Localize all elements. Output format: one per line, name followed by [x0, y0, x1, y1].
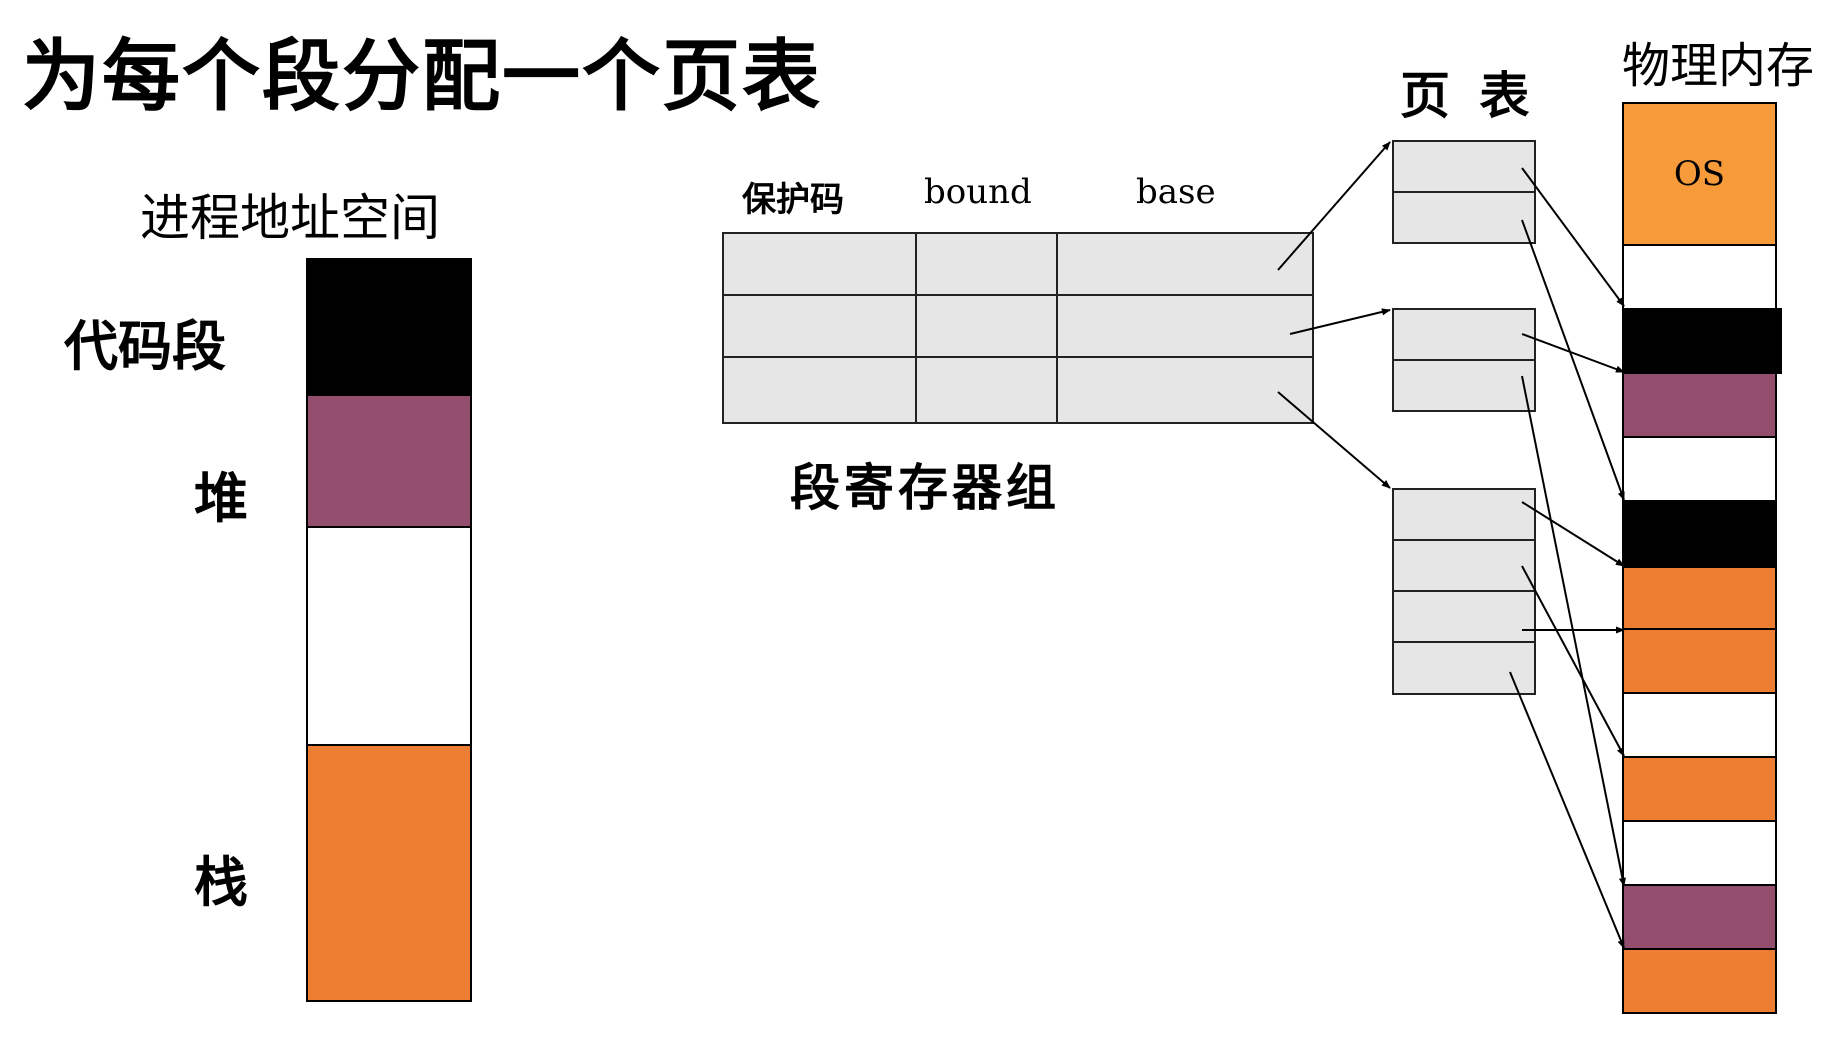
process-free-space	[306, 526, 472, 746]
memory-frame-stack	[1622, 756, 1777, 822]
page-table-code-entry-1	[1392, 140, 1536, 193]
arrow-stack-page-2	[1521, 565, 1625, 757]
process-stack-segment	[306, 744, 472, 1002]
column-header-bound: bound	[924, 172, 1032, 212]
memory-frame-stack	[1622, 628, 1777, 694]
seg-reg-row-2-bound	[915, 294, 1058, 358]
column-header-protection: 保护码	[742, 180, 844, 220]
arrow-stack-page-4	[1509, 671, 1625, 949]
memory-frame-code	[1622, 308, 1782, 374]
page-table-code-entry-2	[1392, 191, 1536, 244]
arrow-base-to-heap-pagetable	[1289, 308, 1391, 335]
memory-frame-stack	[1622, 948, 1777, 1014]
arrow-stack-page-1	[1521, 501, 1625, 567]
arrow-code-page-2	[1521, 219, 1625, 501]
seg-reg-row-3-bound	[915, 356, 1058, 424]
process-space-label: 进程地址空间	[140, 189, 440, 247]
page-table-stack-entry-3	[1392, 590, 1536, 643]
column-header-base: base	[1136, 172, 1216, 212]
page-table-heap-entry-1	[1392, 308, 1536, 361]
physical-memory-label: 物理内存	[1622, 38, 1815, 94]
page-table-stack-entry-4	[1392, 641, 1536, 695]
memory-frame-heap	[1622, 372, 1777, 438]
seg-reg-row-3-base	[1056, 356, 1314, 424]
heap-label: 堆	[194, 466, 248, 530]
arrow-heap-page-1	[1521, 333, 1625, 373]
arrow-code-page-1	[1521, 167, 1625, 307]
seg-reg-row-3-protection	[722, 356, 917, 424]
stack-label: 栈	[194, 850, 248, 914]
page-title: 为每个段分配一个页表	[22, 32, 823, 122]
code-segment-label: 代码段	[64, 314, 226, 378]
memory-frame-stack	[1622, 566, 1777, 630]
memory-frame-free	[1622, 436, 1777, 502]
seg-reg-row-2-base	[1056, 294, 1314, 358]
os-label: OS	[1673, 154, 1726, 194]
memory-frame-os: OS	[1622, 102, 1777, 246]
memory-frame-free	[1622, 244, 1777, 310]
process-heap-segment	[306, 394, 472, 528]
arrow-base-to-code-pagetable	[1277, 141, 1391, 271]
arrow-base-to-stack-pagetable	[1277, 391, 1391, 489]
page-table-label: 页 表	[1400, 66, 1536, 125]
page-table-heap-entry-2	[1392, 359, 1536, 412]
segment-registers-label: 段寄存器组	[790, 458, 1060, 517]
memory-frame-heap	[1622, 884, 1777, 950]
